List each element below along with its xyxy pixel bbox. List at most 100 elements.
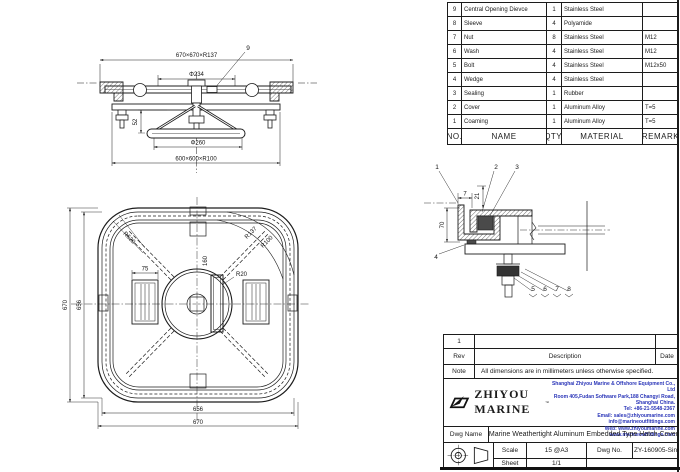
- balloon-7: 7: [555, 286, 559, 293]
- part-qty: 1: [547, 115, 562, 128]
- company-name: Shanghai Zhiyou Marine & Offshore Equipm…: [551, 380, 675, 394]
- zhiyou-logo-icon: [449, 396, 470, 409]
- part-remark: [643, 87, 678, 100]
- part-remark: M12x50: [645, 62, 667, 69]
- dim-70: 70: [440, 221, 446, 228]
- part-remark: T=5: [645, 118, 656, 125]
- part-remark: [643, 73, 678, 86]
- title-block: 1 Rev Description Date Note All dimensio…: [443, 334, 679, 469]
- description-label: Description: [475, 349, 656, 365]
- label-r100: R100: [260, 235, 275, 250]
- part-qty: 1: [547, 3, 562, 16]
- scale-row: Scale 15 @A3 Dwg No. ZY-160905-Sin: [494, 443, 678, 459]
- dwg-name-label: Dwg Name: [444, 426, 489, 442]
- company-address: Room 405,Fudan Software Park,188 Changyi…: [553, 393, 675, 407]
- locking-device: [206, 86, 218, 93]
- bolt-head: [501, 275, 515, 286]
- header-no: NO.: [448, 129, 462, 144]
- part-material: Aluminum Alloy: [562, 101, 643, 114]
- part-name: Central Opening Dievce: [462, 3, 547, 16]
- part-no: 3: [448, 87, 462, 100]
- header-material: MATERIAL: [562, 129, 643, 144]
- part-qty: 1: [547, 87, 562, 100]
- hub-circle: [186, 293, 208, 315]
- dwg-name-value: Marine Weathertight Aluminum Embedded Ty…: [489, 430, 678, 438]
- wheel-shaft-tip: [193, 122, 200, 130]
- wheel-spokes: [124, 229, 270, 379]
- table-row: 8 Sleeve 4 Polyamide: [448, 17, 678, 31]
- dim-75: 75: [142, 267, 149, 273]
- left-dog-assembly: [131, 279, 159, 325]
- sheet-value: 1/1: [527, 459, 587, 468]
- right-edge-fitting: [287, 294, 298, 312]
- wheel-circle-inner: [164, 271, 230, 337]
- part-name: Wedge: [462, 73, 547, 86]
- wheel-circle-outer: [161, 268, 233, 340]
- part-name: Sleeve: [462, 17, 547, 30]
- part-name: Sealing: [462, 87, 547, 100]
- scale-sheet-grid: Scale 15 @A3 Dwg No. ZY-160905-Sin Sheet…: [444, 443, 678, 468]
- part-no: 1: [448, 115, 462, 128]
- part-no: 8: [448, 17, 462, 30]
- right-flange-section: [269, 81, 294, 102]
- wheel-nut: [188, 115, 205, 124]
- part-no: 2: [448, 101, 462, 114]
- balloon-8: 8: [567, 286, 571, 293]
- dim-656-left: 656: [77, 299, 83, 310]
- part-name: Nut: [462, 31, 547, 44]
- company-web: Web: www.zhiyoumarine.com www.marineoutf…: [604, 425, 675, 439]
- left-roller: [133, 83, 147, 97]
- handle-bar: [210, 274, 224, 333]
- hatch-outline-outer: [97, 207, 299, 403]
- hatch-outline-3: [105, 215, 291, 395]
- logo-trademark: ™: [544, 399, 549, 405]
- hub-detail: [189, 296, 205, 312]
- rev-date: [656, 335, 678, 348]
- part-no: 6: [448, 45, 462, 58]
- company-logo: ZHIYOU MARINE ™: [444, 379, 549, 426]
- table-row: 7 Nut 8 Stainless Steel M12: [448, 31, 678, 45]
- scale-value: 15 @A3: [527, 443, 587, 458]
- scale-label: Scale: [494, 443, 527, 458]
- table-row: 4 Wedge 4 Stainless Steel: [448, 73, 678, 87]
- left-bolt: [115, 109, 129, 129]
- table-header-row: NO. NAME QTY. MATERIAL REMARK: [448, 129, 678, 144]
- bolt-sleeve: [503, 253, 513, 265]
- table-row: 9 Central Opening Dievce 1 Stainless Ste…: [448, 3, 678, 17]
- balloon-6: 6: [543, 286, 547, 293]
- part-qty: 8: [547, 31, 562, 44]
- part-remark: M12: [645, 48, 657, 55]
- part-remark: [643, 3, 678, 16]
- dim-160: 160: [203, 255, 209, 266]
- wedge-section: [466, 239, 477, 245]
- rev-description: [475, 335, 656, 349]
- cover-lip-section: [469, 209, 533, 233]
- left-edge-fitting: [98, 294, 109, 312]
- company-info: Shanghai Zhiyou Marine & Offshore Equipm…: [549, 379, 678, 438]
- revision-header-row: Rev Description Date: [444, 349, 678, 366]
- right-roller: [245, 83, 259, 97]
- company-email: Email: sales@zhiyoumarine.com info@marin…: [597, 412, 675, 426]
- leader-balloon-9: [213, 51, 246, 90]
- bolt-nut: [496, 265, 520, 277]
- part-qty: 4: [547, 45, 562, 58]
- corner-arc-outer: [226, 211, 295, 276]
- detail-section-view: 1 2 3 4 5 6 7 8 7 21 70: [424, 164, 610, 298]
- left-flange-section: [99, 81, 124, 102]
- table-row: 6 Wash 4 Stainless Steel M12: [448, 45, 678, 59]
- balloon-4: 4: [434, 254, 438, 261]
- hub-body: [191, 85, 202, 104]
- header-name: NAME: [462, 129, 547, 144]
- hatch-outline-inner: [112, 222, 284, 388]
- dwg-no-value: ZY-160905-Sin: [633, 447, 678, 454]
- part-name: Coaming: [462, 115, 547, 128]
- sheet-label: Sheet: [494, 459, 527, 468]
- label-r20: R20: [236, 272, 248, 278]
- part-no: 5: [448, 59, 462, 72]
- part-qty: 4: [547, 59, 562, 72]
- balloon-1: 1: [435, 164, 439, 171]
- part-material: Stainless Steel: [562, 73, 643, 86]
- right-dog-assembly: [242, 279, 270, 325]
- part-material: Stainless Steel: [562, 31, 643, 44]
- bolt-shaft: [504, 284, 513, 298]
